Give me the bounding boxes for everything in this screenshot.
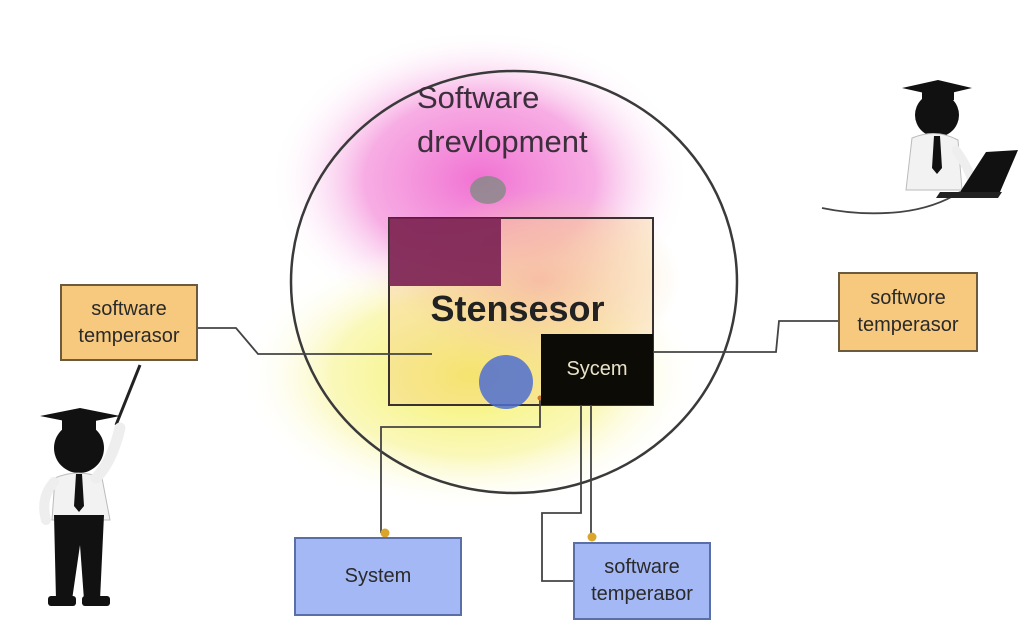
inner-system-label: Sycem	[566, 358, 628, 380]
graduate-laptop-figure-icon	[902, 80, 1018, 198]
left-box-line2: temperasor	[78, 324, 180, 347]
right-box-line2: temperasor	[857, 314, 959, 336]
inner-system-box: Sycem	[541, 334, 653, 405]
bottom-system-box: System	[294, 537, 462, 616]
bottom-system-label: System	[344, 565, 412, 587]
bottom-box-line1: software	[604, 556, 680, 578]
circle-title-line1: Software	[417, 80, 540, 115]
main-circle	[289, 69, 739, 495]
graduate-pointing-figure-icon	[39, 364, 142, 606]
right-box-line1: softwore	[870, 287, 946, 309]
right-temperasor-box: softwore temperasor	[838, 272, 978, 352]
dark-square	[389, 218, 501, 286]
circle-title: Software drevlopment	[395, 76, 645, 164]
left-temperasor-box: software temperasor	[60, 284, 198, 361]
connector-lines	[198, 191, 961, 582]
left-box-line1: software	[91, 297, 167, 320]
blue-dot	[479, 355, 533, 409]
connector-dot	[587, 532, 597, 542]
gray-dot	[470, 176, 506, 204]
bottom-box-line2: temperaвor	[591, 583, 693, 605]
circle-title-line2: drevlopment	[417, 124, 588, 159]
bottom-temperasor-box: software temperaвor	[573, 542, 711, 620]
center-label: Stensesor	[430, 288, 605, 329]
connector-dot	[380, 528, 390, 538]
